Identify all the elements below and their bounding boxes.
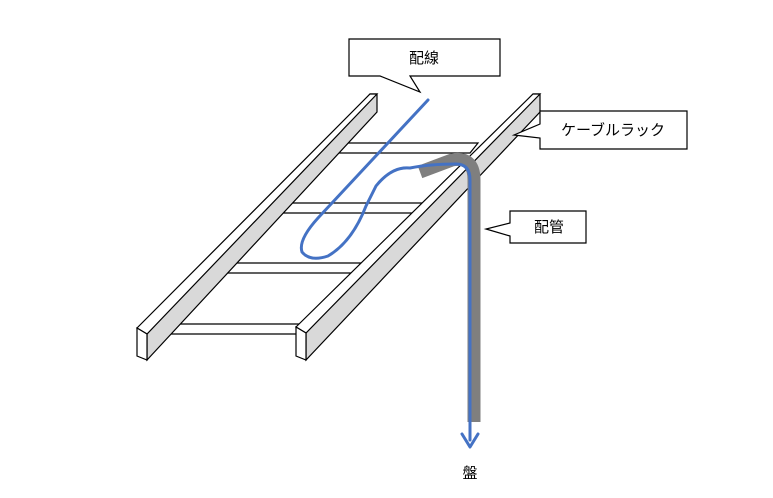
wiring-line xyxy=(299,98,472,442)
rack-right-rail xyxy=(295,93,542,362)
rack-left-rail xyxy=(136,93,379,362)
wiring-callout: 配線 xyxy=(348,38,501,94)
wire-arrowhead xyxy=(460,432,480,449)
rack-rung-2 xyxy=(218,262,368,274)
rack-rung-4 xyxy=(330,142,480,154)
conduit-pipe xyxy=(417,152,481,422)
wiring-label: 配線 xyxy=(409,49,439,67)
conduit-label: 配管 xyxy=(534,218,564,236)
rack-rung-3 xyxy=(275,202,425,214)
cable-rack-label: ケーブルラック xyxy=(561,121,665,139)
conduit-callout: 配管 xyxy=(483,210,587,244)
cable-rack-callout: ケーブルラック xyxy=(511,110,688,150)
panel-label: 盤 xyxy=(462,464,477,482)
